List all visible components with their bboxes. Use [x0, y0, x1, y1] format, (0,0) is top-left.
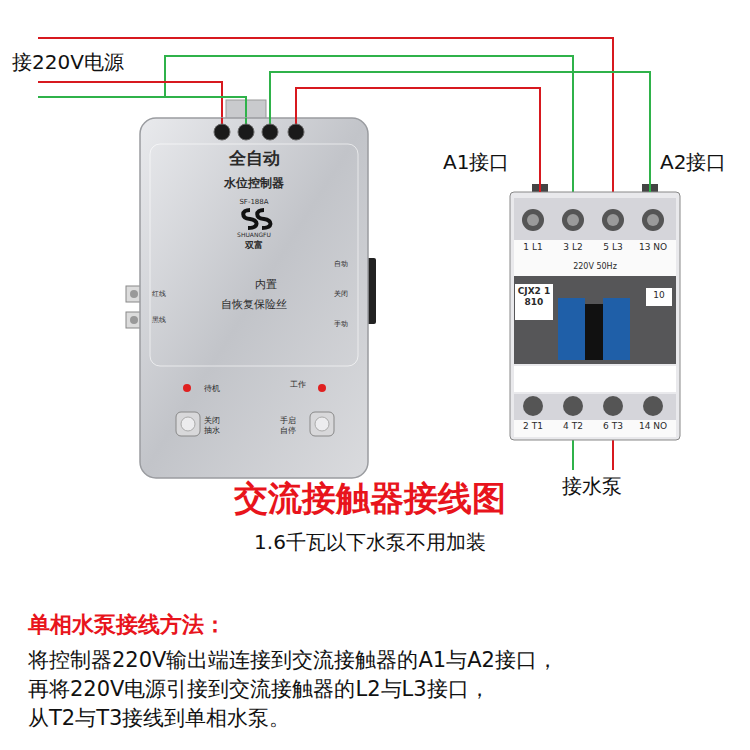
- wire-connector: [296, 88, 540, 192]
- brand-logo: [257, 210, 270, 228]
- terminal-screw: [563, 396, 583, 416]
- switch-label: 关闭: [334, 290, 348, 298]
- terminal: [288, 124, 304, 140]
- brand-logo: [243, 210, 256, 228]
- push-button: [181, 417, 195, 431]
- terminal-screw: [562, 209, 584, 231]
- button-label: 关闭抽水: [204, 416, 222, 435]
- terminal-screw: [602, 209, 624, 231]
- terminal-label: 1 L1: [513, 242, 553, 253]
- push-button: [315, 417, 329, 431]
- terminal-screw: [130, 316, 138, 324]
- port-label: A1接口: [443, 150, 509, 174]
- port-label: A2接口: [660, 150, 726, 174]
- feature-note: 自恢复保险丝: [140, 298, 368, 311]
- product-name: 水位控制器: [140, 176, 368, 190]
- diagram-title: 交流接触器接线图: [0, 478, 740, 519]
- terminal: [214, 124, 230, 140]
- terminal-label: 4 T2: [553, 421, 593, 432]
- controller-housing: [126, 118, 376, 478]
- label-strip: [514, 240, 676, 276]
- terminal-screw: [647, 214, 659, 226]
- rating-tag: [646, 288, 672, 306]
- note-line: 再将220V电源引接到交流接触器的L2与L3接口，: [28, 677, 490, 702]
- product-title: 全自动: [140, 148, 368, 168]
- terminal-label: 黑线: [152, 316, 166, 324]
- contactor-box: 220V 50Hz 1 L13 L25 L313 NO CJX2 1810 10 2 T…: [510, 192, 680, 440]
- screw-bay: [514, 198, 676, 240]
- terminal-screw: [527, 214, 539, 226]
- terminal: [238, 124, 254, 140]
- button-label: 手启自停: [280, 416, 298, 435]
- terminal-label: 红线: [152, 290, 166, 298]
- terminal-screw: [567, 214, 579, 226]
- terminal-screw: [523, 396, 543, 416]
- led-label: 待机: [204, 384, 220, 394]
- controller-body: [140, 118, 368, 478]
- power-label: 接220V电源: [12, 50, 124, 74]
- contactor-housing: [510, 184, 680, 440]
- model-tag: [515, 284, 553, 320]
- note-line: 将控制器220V输出端连接到交流接触器的A1与A2接口，: [28, 648, 558, 673]
- model-number: CJX2 1810: [516, 286, 552, 308]
- controller-box: 全自动水位控制器 SF-188A SHUANGFU 双富内置自恢复保险丝红线黑线 自动关…: [140, 118, 368, 478]
- armature-slider: [585, 304, 603, 360]
- pump-label: 接水泵: [562, 474, 622, 498]
- brand-name: SHUANGFU: [140, 231, 368, 238]
- terminal-label: 5 L3: [593, 242, 633, 253]
- terminal-label: 3 L2: [553, 242, 593, 253]
- terminal-screw: [642, 209, 664, 231]
- push-button: [310, 412, 334, 436]
- terminal-screw: [603, 396, 623, 416]
- rating-text: 220V 50Hz: [550, 262, 640, 272]
- armature-block: [603, 298, 630, 360]
- terminal: [262, 124, 278, 140]
- wire-connector: [270, 72, 650, 192]
- terminal-label: 14 NO: [633, 421, 673, 432]
- white-band: [514, 366, 676, 392]
- led-label: 工作: [290, 380, 306, 390]
- switch-label: 自动: [334, 260, 348, 268]
- screw-bay: [514, 394, 676, 420]
- terminal-screw: [607, 214, 619, 226]
- feature-note: 内置: [236, 278, 296, 291]
- power-wire: [38, 82, 222, 122]
- armature-block: [558, 298, 585, 360]
- note-line: 从T2与T3接线到单相水泵。: [28, 706, 290, 731]
- diagram-caption: 1.6千瓦以下水泵不用加装: [0, 530, 740, 554]
- terminal-label: 13 NO: [633, 242, 673, 253]
- terminal-screw: [130, 290, 138, 298]
- terminal-screw: [643, 396, 663, 416]
- terminal-label: 6 T3: [593, 421, 633, 432]
- contactor-mid: [514, 276, 676, 364]
- status-led: [183, 384, 191, 392]
- terminal-label: 2 T1: [513, 421, 553, 432]
- status-led: [318, 384, 326, 392]
- brand-name: 双富: [140, 240, 368, 251]
- model-number: SF-188A: [140, 198, 368, 206]
- push-button: [176, 412, 200, 436]
- label-strip: [514, 420, 676, 437]
- note-heading: 单相水泵接线方法：: [28, 612, 226, 638]
- switch-label: 手动: [334, 320, 348, 328]
- terminal-screw: [522, 209, 544, 231]
- contactor-body: [510, 192, 680, 440]
- rating-text: 10: [646, 290, 672, 301]
